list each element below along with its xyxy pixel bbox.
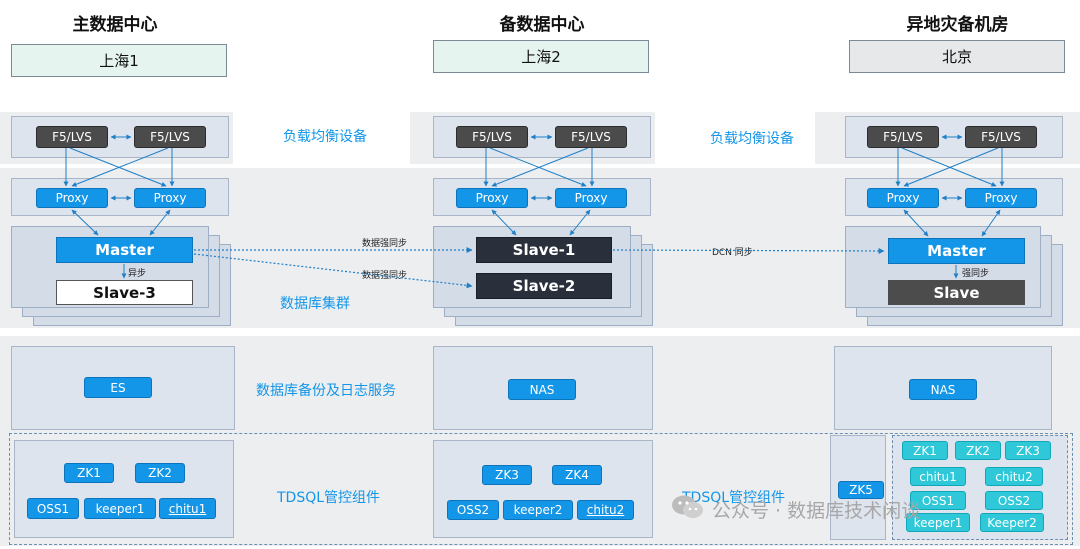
zk3-remote: ZK3 — [1005, 441, 1051, 460]
label-load-balancer-2: 负载均衡设备 — [710, 131, 794, 147]
site-title-backup: 备数据中心 — [499, 15, 585, 35]
nas-box-backup: NAS — [508, 379, 576, 400]
oss1-main: OSS1 — [27, 498, 79, 519]
master-remote: Master — [888, 238, 1025, 264]
keeper2-remote: Keeper2 — [980, 513, 1044, 532]
wechat-icon — [671, 494, 705, 520]
chitu2-remote: chitu2 — [985, 467, 1043, 486]
nas-box-remote: NAS — [909, 379, 977, 400]
f5-lvs-main-2: F5/LVS — [134, 126, 206, 148]
proxy-backup-1: Proxy — [456, 188, 528, 208]
city-box-remote: 北京 — [849, 40, 1065, 73]
slave-2: Slave-2 — [476, 273, 612, 299]
master-main: Master — [56, 237, 193, 263]
zk2-main: ZK2 — [135, 463, 185, 483]
es-box: ES — [84, 377, 152, 398]
mgmt-panel-main — [14, 440, 234, 538]
proxy-remote-1: Proxy — [867, 188, 939, 208]
zk1-remote: ZK1 — [902, 441, 948, 460]
f5-lvs-main-1: F5/LVS — [36, 126, 108, 148]
slave-remote: Slave — [888, 280, 1025, 305]
site-title-remote: 异地灾备机房 — [906, 15, 1009, 35]
zk4-backup: ZK4 — [552, 465, 602, 485]
label-dcn-sync: DCN 同步 — [712, 248, 753, 258]
keeper2-backup: keeper2 — [503, 500, 573, 520]
label-data-sync-1: 数据强同步 — [362, 239, 408, 249]
label-load-balancer: 负载均衡设备 — [283, 129, 367, 145]
label-async: 异步 — [128, 269, 147, 279]
f5-lvs-backup-1: F5/LVS — [456, 126, 528, 148]
label-tdsql-mgmt: TDSQL管控组件 — [277, 490, 381, 506]
oss1-remote: OSS1 — [910, 491, 966, 510]
lb-gap-right — [655, 112, 815, 164]
site-title-main: 主数据中心 — [72, 15, 158, 35]
proxy-remote-2: Proxy — [965, 188, 1037, 208]
chitu2-backup: chitu2 — [577, 500, 634, 520]
chitu1-main: chitu1 — [159, 498, 216, 519]
zk1-main: ZK1 — [64, 463, 114, 483]
label-db-cluster: 数据库集群 — [280, 296, 350, 312]
mgmt-panel-backup — [433, 440, 653, 538]
watermark-text: 公众号 · 数据库技术闲谈 — [712, 500, 921, 522]
f5-lvs-backup-2: F5/LVS — [555, 126, 627, 148]
proxy-main-1: Proxy — [36, 188, 108, 208]
city-box-backup: 上海2 — [433, 40, 649, 73]
zk3-backup: ZK3 — [482, 465, 532, 485]
proxy-backup-2: Proxy — [555, 188, 627, 208]
label-backup-log: 数据库备份及日志服务 — [256, 383, 396, 399]
lb-gap-left — [233, 112, 410, 164]
f5-lvs-remote-2: F5/LVS — [965, 126, 1037, 148]
f5-lvs-remote-1: F5/LVS — [867, 126, 939, 148]
oss2-remote: OSS2 — [985, 491, 1043, 510]
city-box-main: 上海1 — [11, 44, 227, 77]
mgmt-dashed-frame — [9, 433, 1073, 545]
label-data-sync-2: 数据强同步 — [362, 271, 408, 281]
slave-1: Slave-1 — [476, 237, 612, 263]
zk2-remote: ZK2 — [955, 441, 1001, 460]
keeper1-remote: keeper1 — [906, 513, 970, 532]
chitu1-remote: chitu1 — [910, 467, 966, 486]
label-strong-sync: 强同步 — [962, 269, 990, 279]
zk5-remote: ZK5 — [838, 481, 884, 499]
keeper1-main: keeper1 — [84, 498, 156, 519]
oss2-backup: OSS2 — [447, 500, 499, 520]
proxy-main-2: Proxy — [134, 188, 206, 208]
slave-3: Slave-3 — [56, 280, 193, 305]
label-tdsql-mgmt-2: TDSQL管控组件 — [682, 490, 786, 506]
